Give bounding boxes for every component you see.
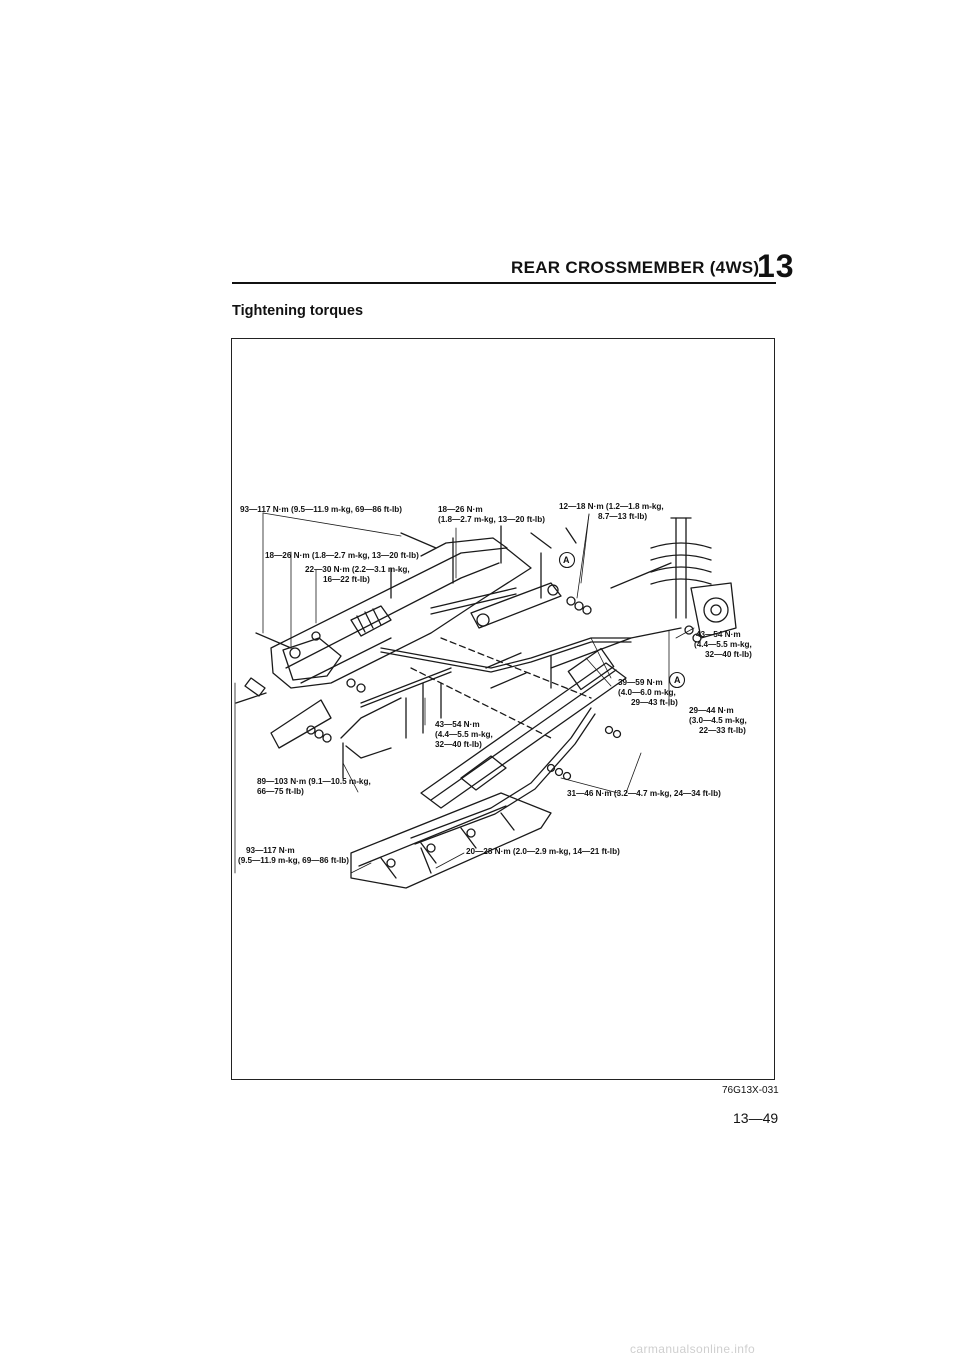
header-rule — [232, 282, 776, 284]
upper-arm-right — [470, 582, 562, 629]
marker-a-circle-upper — [558, 551, 576, 569]
torque-label-11: 31—46 N·m (3.2—4.7 m-kg, 24—34 ft-lb) — [567, 789, 721, 798]
marker-a-circle-lower — [668, 671, 686, 689]
crossmember-body — [270, 547, 532, 689]
section-header-title: REAR CROSSMEMBER (4WS) — [511, 258, 760, 277]
torque-label-6: 43—54 N·m (4.4—5.5 m-kg, 32—40 ft-lb) — [694, 630, 752, 659]
page-number: 13—49 — [733, 1110, 779, 1126]
rear-steering-gear — [420, 662, 627, 809]
figure-code: 76G13X-031 — [722, 1085, 779, 1096]
left-mount — [282, 637, 342, 681]
torque-label-8: 29—44 N·m (3.0—4.5 m-kg, 22—33 ft-lb) — [689, 706, 747, 735]
marker-a-lower: A — [674, 675, 681, 685]
figure-frame — [231, 338, 775, 1080]
section-number: 13 — [757, 248, 795, 284]
torque-label-3: 12—18 N·m (1.2—1.8 m-kg, 8.7—13 ft-lb) — [559, 502, 664, 521]
torque-label-7: 39—59 N·m (4.0—6.0 m-kg, 29—43 ft-lb) — [618, 678, 678, 707]
marker-a-upper: A — [563, 555, 570, 565]
footer-watermark: carmanualsonline.info — [630, 1342, 756, 1356]
torque-label-1: 93—117 N·m (9.5—11.9 m-kg, 69—86 ft-lb) — [240, 505, 402, 514]
torque-label-9: 43—54 N·m (4.4—5.5 m-kg, 32—40 ft-lb) — [435, 720, 493, 749]
skid-plate — [350, 792, 552, 889]
bolt — [400, 532, 437, 549]
page-title: Tightening torques — [232, 303, 364, 319]
rear-crossmember-diagram — [234, 512, 737, 889]
torque-label-10: 89—103 N·m (9.1—10.5 m-kg, 66—75 ft-lb) — [257, 777, 371, 796]
torque-label-12: 93—117 N·m (9.5—11.9 m-kg, 69—86 ft-lb) — [238, 846, 350, 865]
torque-label-13: 20—28 N·m (2.0—2.9 m-kg, 14—21 ft-lb) — [466, 847, 620, 856]
torque-label-2: 18—26 N·m (1.8—2.7 m-kg, 13—20 ft-lb) — [438, 505, 545, 524]
strut-spring — [650, 542, 712, 585]
knuckle-hub — [690, 582, 737, 639]
steering-boot — [350, 605, 392, 637]
hydraulic-pipe — [380, 637, 632, 669]
torque-label-4: 18—26 N·m (1.8—2.7 m-kg, 13—20 ft-lb) — [265, 551, 419, 560]
steering-shaft — [430, 587, 517, 609]
torque-label-5: 22—30 N·m (2.2—3.1 m-kg, 16—22 ft-lb) — [305, 565, 410, 584]
trailing-arm-left — [270, 699, 332, 749]
